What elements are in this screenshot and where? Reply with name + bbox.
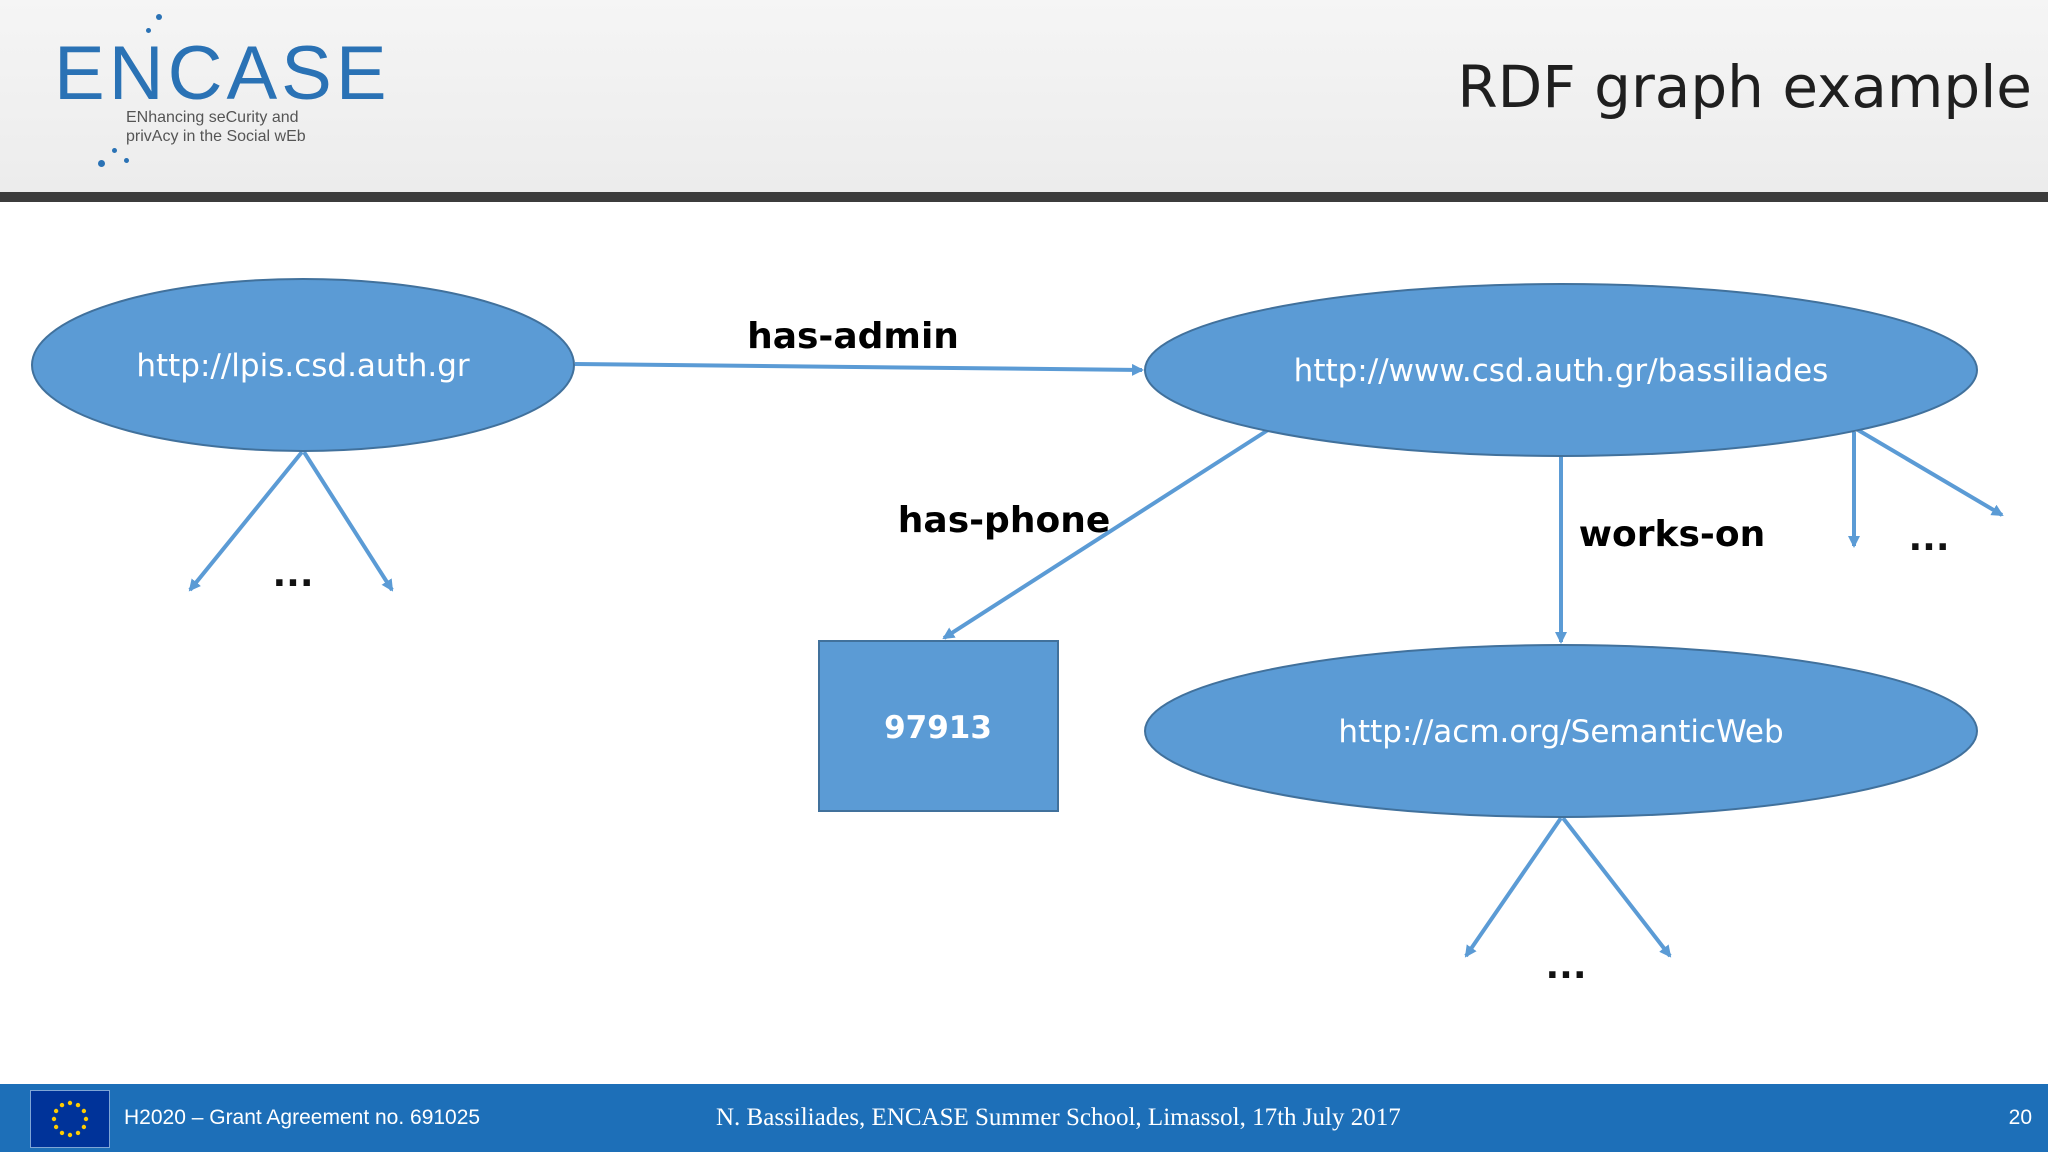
ellipsis-semanticweb: ... xyxy=(1545,946,1586,987)
node-lpis-label: http://lpis.csd.auth.gr xyxy=(136,348,470,384)
edge-lpis-more-2 xyxy=(302,450,394,592)
slide-header: ENCASE ENhancing seCurity and privAcy in… xyxy=(0,0,2048,192)
ellipsis-lpis: ... xyxy=(272,554,313,595)
header-divider xyxy=(0,192,2048,202)
slide-footer: H2020 – Grant Agreement no. 691025 N. Ba… xyxy=(0,1084,2048,1152)
ellipsis-bassiliades: ... xyxy=(1908,518,1949,559)
logo-dot xyxy=(124,158,129,163)
label-works-on: works-on xyxy=(1579,514,1765,555)
node-semanticweb xyxy=(1144,644,1978,818)
eu-stars-icon xyxy=(51,1100,89,1138)
literal-phone-value: 97913 xyxy=(884,710,992,746)
footer-grant-text: H2020 – Grant Agreement no. 691025 xyxy=(124,1106,481,1129)
literal-phone xyxy=(818,640,1059,812)
logo-tagline-line-2: privAcy in the Social wEb xyxy=(126,128,306,145)
label-has-admin: has-admin xyxy=(747,316,959,357)
logo-dot xyxy=(112,148,117,153)
node-bassiliades-label: http://www.csd.auth.gr/bassiliades xyxy=(1294,353,1829,389)
encase-logo: ENCASE ENhancing seCurity and privAcy in… xyxy=(40,8,387,188)
slide-page-number: 20 xyxy=(2008,1106,2032,1129)
edge-lpis-more-1 xyxy=(188,450,304,592)
edge-semweb-more-1 xyxy=(1464,816,1563,958)
node-semanticweb-label: http://acm.org/SemanticWeb xyxy=(1338,714,1783,750)
logo-dot xyxy=(146,28,151,33)
edge-has-phone xyxy=(942,428,1270,640)
edge-has-admin xyxy=(574,362,1144,376)
slide-title: RDF graph example xyxy=(1457,53,2032,121)
logo-wordmark: ENCASE xyxy=(54,31,391,116)
node-bassiliades xyxy=(1144,283,1978,457)
node-lpis xyxy=(31,278,575,452)
edge-more-2 xyxy=(1856,428,2004,517)
logo-tagline: ENhancing seCurity and privAcy in the So… xyxy=(126,108,376,146)
logo-tagline-line-1: ENhancing seCurity and xyxy=(126,109,299,126)
label-has-phone: has-phone xyxy=(898,500,1110,541)
footer-presenter-text: N. Bassiliades, ENCASE Summer School, Li… xyxy=(716,1104,1401,1131)
eu-flag-icon xyxy=(30,1090,110,1148)
logo-dot xyxy=(156,14,162,20)
logo-dot xyxy=(98,160,105,167)
edge-semweb-more-2 xyxy=(1561,816,1672,958)
